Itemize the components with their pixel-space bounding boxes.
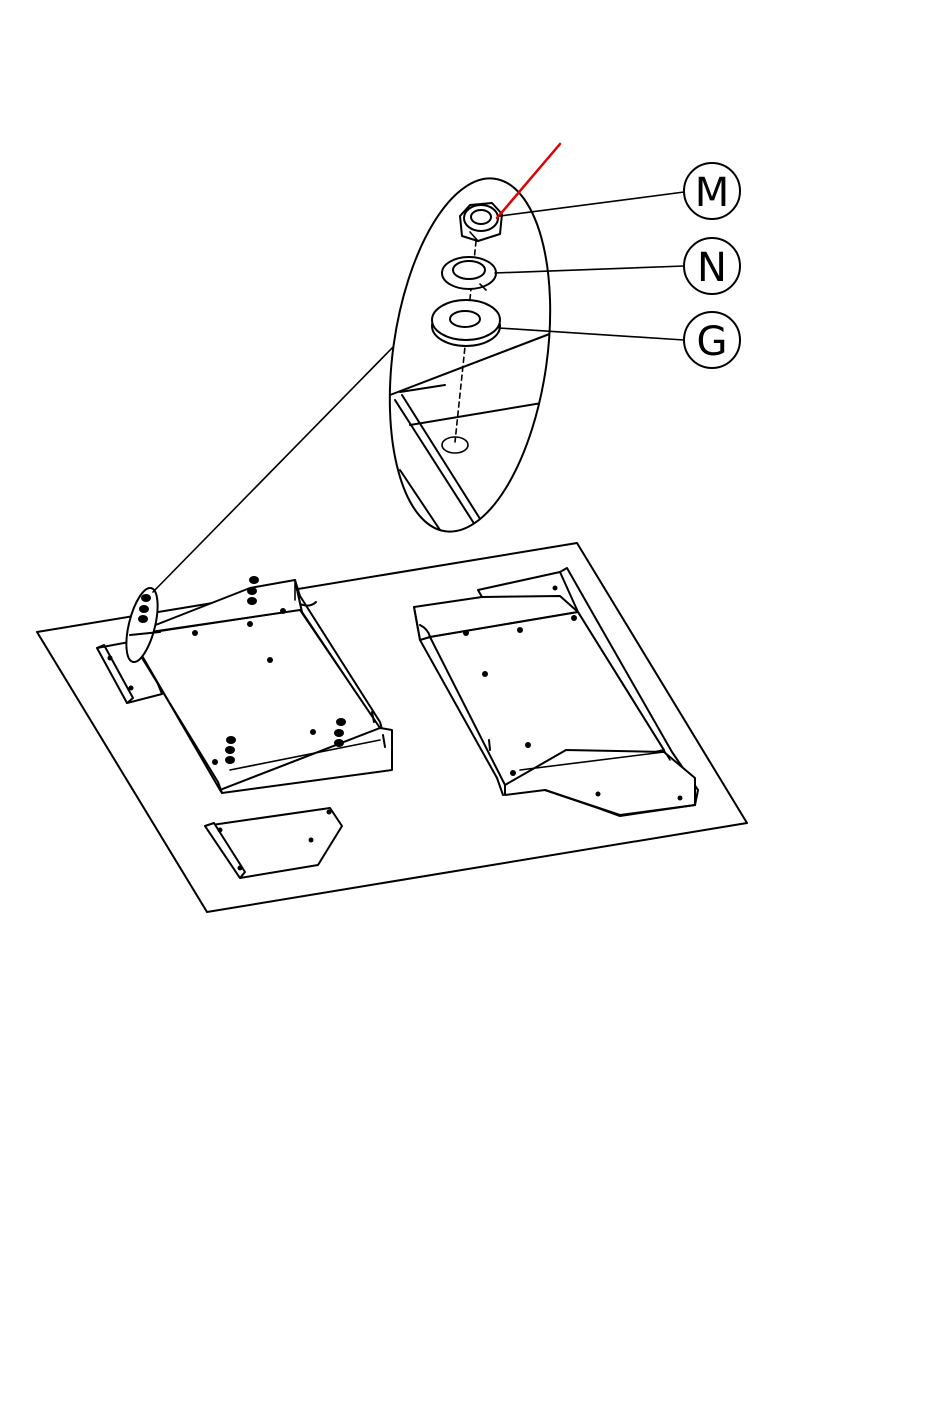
callout-n-label: N: [697, 245, 727, 291]
hardware-stack: [225, 736, 236, 764]
callout-m-label: M: [695, 170, 730, 216]
detail-view: [369, 168, 571, 542]
callout-g-label: G: [697, 319, 728, 365]
flat-washer: [432, 300, 500, 346]
split-lock-washer: [442, 257, 496, 290]
hex-nut: [460, 203, 502, 241]
detail-leader-line: [153, 343, 397, 592]
